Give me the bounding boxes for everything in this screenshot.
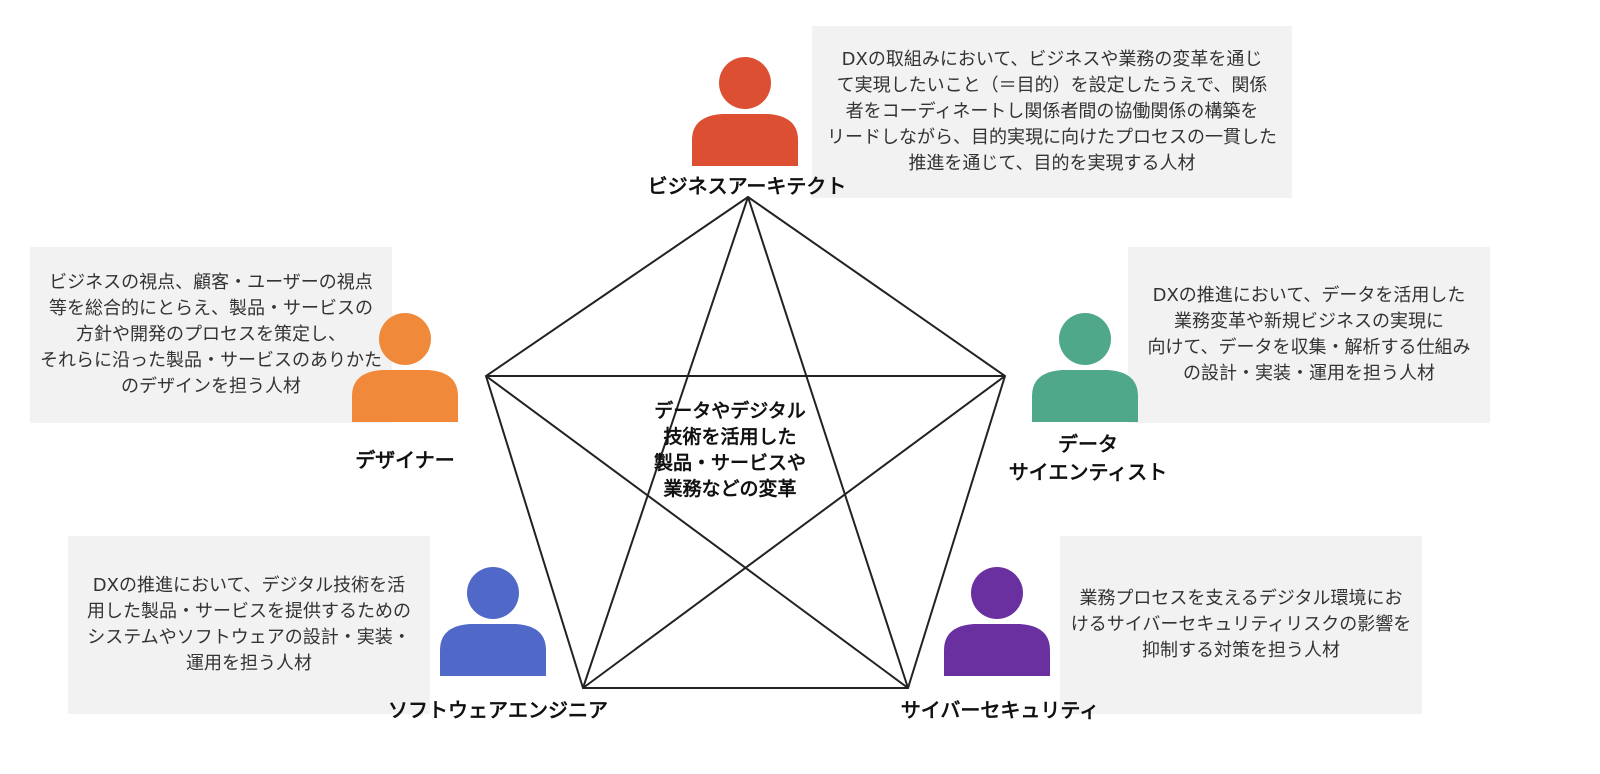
person-body [352, 370, 458, 422]
person-icon [944, 567, 1050, 676]
person-icon [692, 57, 798, 166]
person-head [379, 313, 431, 365]
person-head [1059, 313, 1111, 365]
person-icon [440, 567, 546, 676]
star-line [485, 375, 909, 689]
designer-label: デザイナー [355, 448, 455, 472]
cybersecurity-label: サイバーセキュリティ [900, 698, 1100, 722]
center-label: データやデジタル 技術を活用した 製品・サービスや 業務などの変革 [653, 400, 806, 500]
cybersecurity-description: 業務プロセスを支えるデジタル環境にお けるサイバーセキュリティリスクの影響を 抑… [1060, 536, 1422, 714]
pentagon-outline [484, 195, 1007, 689]
star-line [582, 375, 1006, 689]
data-scientist-label: データ サイエンティスト [1008, 432, 1168, 484]
data-scientist-description: DXの推進において、データを活用した 業務変革や新規ビジネスの実現に 向けて、デ… [1128, 247, 1490, 423]
person-body [1032, 370, 1138, 422]
star-line [582, 196, 749, 689]
business-architect-description: DXの取組みにおいて、ビジネスや業務の変革を通じ て実現したいこと（＝目的）を設… [812, 26, 1292, 198]
software-engineer-description: DXの推進において、デジタル技術を活 用した製品・サービスを提供するための シス… [68, 536, 430, 714]
business-architect-label: ビジネスアーキテクト [647, 174, 847, 198]
person-icon [352, 313, 458, 422]
person-head [971, 567, 1023, 619]
software-engineer-label: ソフトウェアエンジニア [388, 698, 608, 722]
person-body [944, 624, 1050, 676]
person-head [719, 57, 771, 109]
person-body [692, 114, 798, 166]
person-head [467, 567, 519, 619]
designer-description: ビジネスの視点、顧客・ユーザーの視点 等を総合的にとらえ、製品・サービスの 方針… [30, 247, 392, 423]
person-body [440, 624, 546, 676]
star-line [747, 196, 909, 689]
person-icon [1032, 313, 1138, 422]
